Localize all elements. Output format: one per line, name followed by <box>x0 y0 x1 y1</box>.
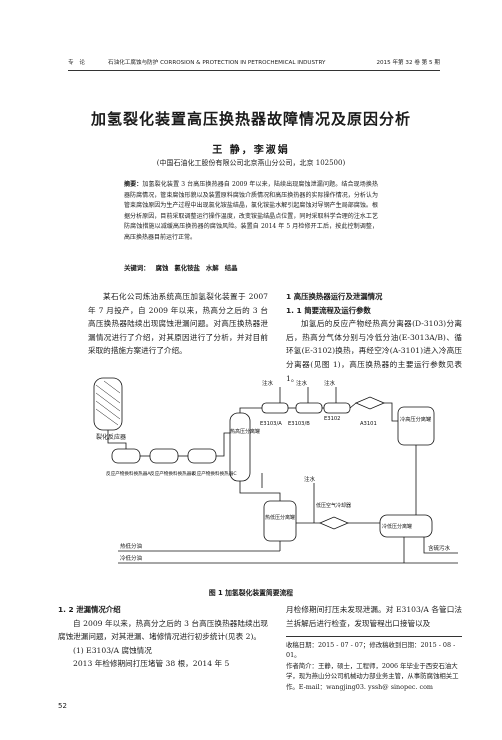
section-1-1-heading: 1. 1 简要流程及运行参数 <box>286 305 371 315</box>
process-flow-diagram: 裂化反应器 注水 注水 注水 注水 E3103/A E3103/B E3102 … <box>93 377 458 564</box>
cold-lp-separator <box>379 514 433 538</box>
label-cold-hp: 冷高压分离罐 <box>400 415 431 423</box>
authors: 王 静，李淑娟 <box>212 145 290 156</box>
section-1-2-item: (1) E3103/A 腐蚀情况 <box>73 645 152 655</box>
label-feed-c: 反应产物换料换热器C <box>192 470 237 477</box>
section-1-2-p1: 自 2009 年以来，热高分之后的 3 台高压换热器陆续出现腐蚀泄漏问题，对其泄… <box>58 618 268 642</box>
section-1-1-text: 加氢后的反应产物经热高分离器(D-3103)分离后，热高分气体分别与冷低分油(E… <box>286 319 462 383</box>
keyword: 腐蚀 <box>155 264 169 272</box>
label-water: 注水 <box>304 475 316 483</box>
feed-exchangers <box>111 448 217 464</box>
article-title: 加氢裂化装置高压换热器故障情况及原因分析 <box>90 110 411 128</box>
label-water: 注水 <box>324 379 336 387</box>
abstract-label: 摘要： <box>124 181 143 188</box>
footnote-author: 作者简介：王静，硕士，工程师，2006 年毕业于西安石油大学，现为燕山分公司机械… <box>286 661 459 691</box>
label-water: 注水 <box>262 379 274 387</box>
label-water: 注水 <box>296 379 308 387</box>
right-column-continuation: 月检修期间打压未发现泄漏。对 E3103/A 各管口法兰拆解后进行检查，发现管程… <box>286 605 462 628</box>
header-journal: 石油化工腐蚀与防护 CORROSION & PROTECTION IN PETR… <box>108 60 326 66</box>
footnote-rule <box>286 636 462 637</box>
label-hot-lp: 热低压分离罐 <box>265 514 295 521</box>
section-1-heading: 1 高压换热器运行及泄漏情况 <box>286 292 383 301</box>
page-number: 52 <box>58 702 67 710</box>
header-issue: 2015 年第 32 卷 第 5 期 <box>376 60 440 66</box>
label-a3101: A3101 <box>360 421 377 427</box>
label-cold-lp: 冷低压分离罐 <box>382 523 412 530</box>
intro-paragraph: 某石化公司炼油系统高压加氢裂化装置于 2007 年 7 月投产，自 2009 年… <box>88 292 268 356</box>
keyword: 结晶 <box>224 264 238 272</box>
cold-hp-separator <box>397 406 435 446</box>
keyword: 氯化铵盐 <box>174 264 200 272</box>
footnote-received: 收稿日期：2015 - 07 - 07；修改稿收到日期：2015 - 08 - … <box>286 641 456 660</box>
label-e3103a: E3103/A <box>260 421 282 427</box>
label-e3103b: E3103/B <box>288 421 310 427</box>
air-cooler <box>354 396 386 410</box>
running-header: 专 论 石油化工腐蚀与防护 CORROSION & PROTECTION IN … <box>68 58 440 72</box>
affiliation: (中国石油化工股份有限公司北京燕山分公司，北京 102500) <box>156 159 346 167</box>
section-1-2-p2: 2013 年检修期间打压堵管 38 根，2014 年 5 <box>73 659 230 669</box>
keyword: 水解 <box>205 264 219 272</box>
hot-lp-separator <box>263 500 297 542</box>
hot-hp-separator <box>229 412 251 482</box>
label-sour-water: 含硫污水 <box>428 544 451 552</box>
label-feed-b: 反应产物换料换热器B <box>150 470 195 477</box>
label-reactor: 裂化反应器 <box>96 433 126 441</box>
header-section-label: 专 论 <box>68 60 87 66</box>
label-feed-a: 反应产物换料换热器A <box>106 470 151 477</box>
label-hot-lp-oil: 热低分油 <box>120 542 143 550</box>
section-1-2-heading: 1. 2 泄漏情况介绍 <box>58 605 121 614</box>
keywords-label: 关键词： <box>124 264 150 272</box>
label-hot-hp: 热高压分离罐 <box>230 428 260 435</box>
keywords: 关键词： 腐蚀氯化铵盐水解结晶 <box>124 263 378 272</box>
section-1: 1 高压换热器运行及泄漏情况 1. 1 简要流程及运行参数 加氢后的反应产物经热… <box>286 290 462 385</box>
label-cold-lp-air: 低压空气冷却器 <box>316 502 351 509</box>
header-rule <box>68 70 440 71</box>
reactor-vessel <box>93 377 123 431</box>
figure-caption: 图 1 加氢裂化装置简要流程 <box>208 589 294 597</box>
abstract: 摘要：加氢裂化装置 3 台高压换热器自 2009 年以来，陆续出现腐蚀泄漏问题。… <box>124 180 378 244</box>
abstract-text: 加氢裂化装置 3 台高压换热器自 2009 年以来，陆续出现腐蚀泄漏问题。结合现… <box>124 181 378 241</box>
label-cold-lp-oil: 冷低分油 <box>120 554 143 562</box>
section-1-2: 1. 2 泄漏情况介绍 自 2009 年以来，热高分之后的 3 台高压换热器陆续… <box>58 603 268 671</box>
label-e3102: E3102 <box>324 416 340 422</box>
footnote: 收稿日期：2015 - 07 - 07；修改稿收到日期：2015 - 08 - … <box>286 640 462 692</box>
